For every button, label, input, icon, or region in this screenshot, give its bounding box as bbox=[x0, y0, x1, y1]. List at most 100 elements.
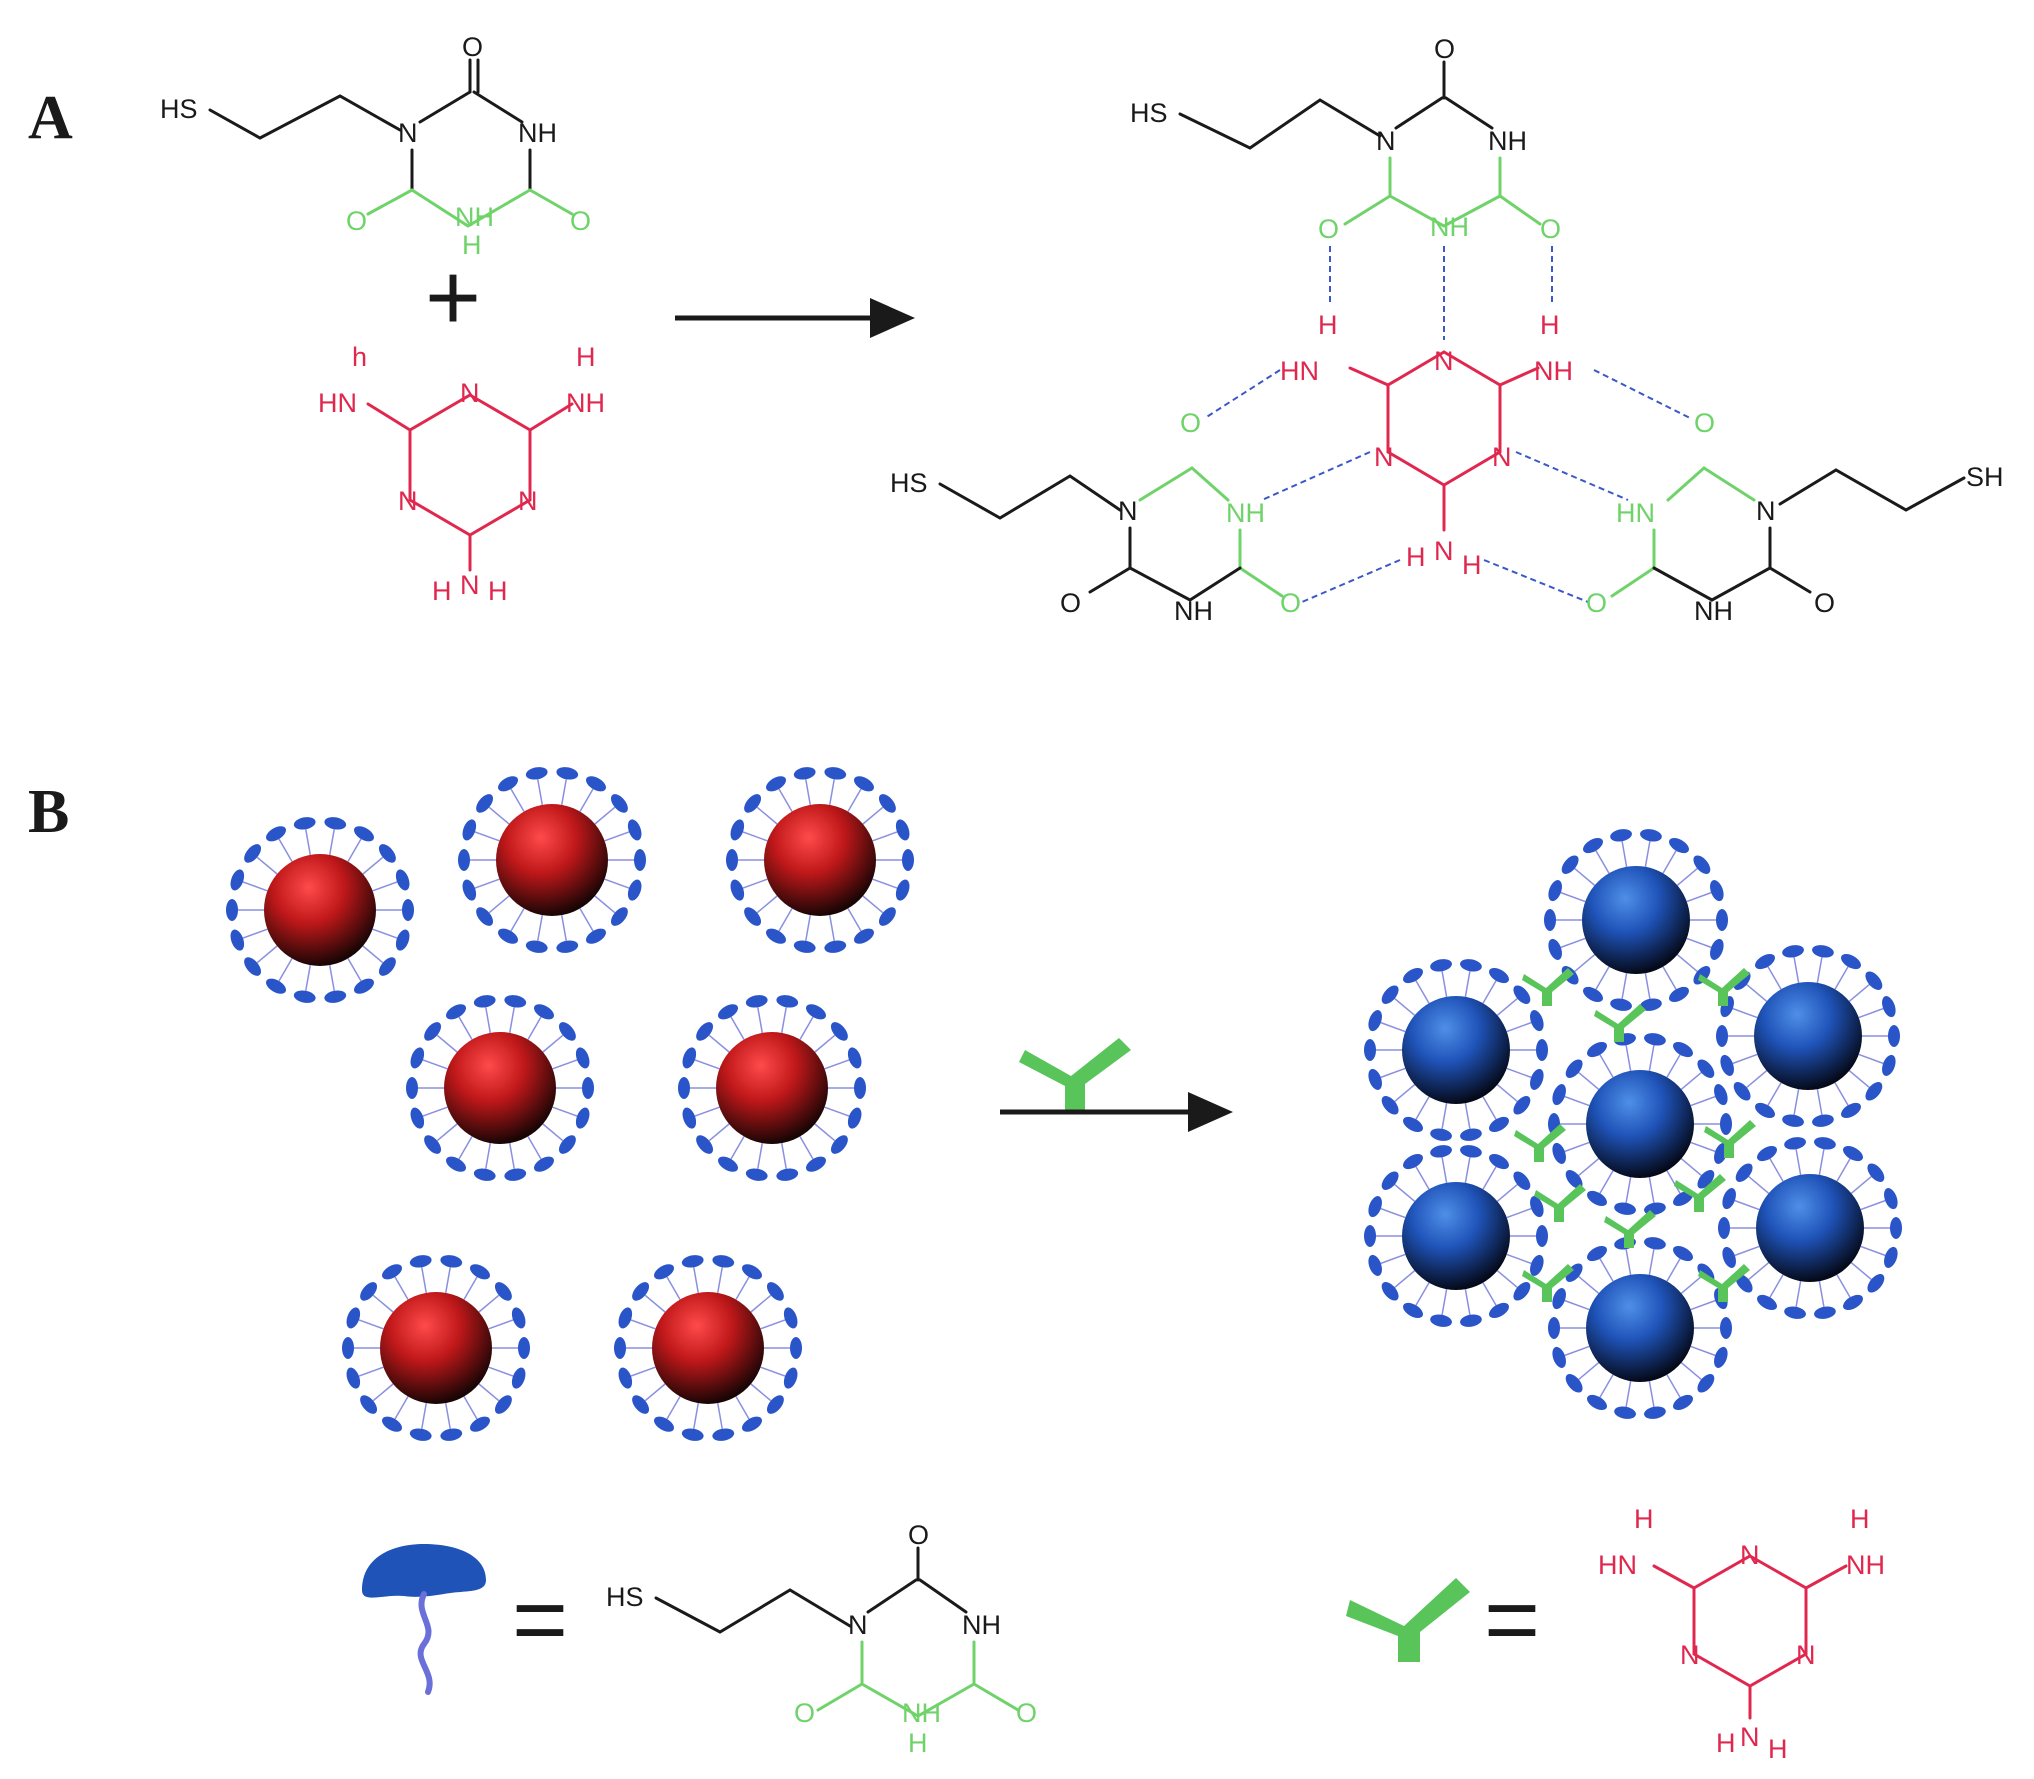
ligand-tether bbox=[488, 1319, 514, 1330]
ligand-tether bbox=[1795, 1149, 1802, 1175]
ligand-cap bbox=[718, 1004, 738, 1020]
ligand-tether bbox=[1858, 1053, 1884, 1065]
ligand-cap bbox=[1548, 880, 1562, 902]
ligand-tether bbox=[824, 1106, 850, 1117]
p-bond-left-1 bbox=[1138, 466, 1194, 502]
ligand-tether bbox=[463, 1396, 478, 1420]
ligand-tether bbox=[1746, 1070, 1768, 1088]
bond-n-c-top bbox=[418, 90, 472, 124]
ligand-cap bbox=[1714, 1346, 1728, 1368]
ligand-tether bbox=[527, 1016, 542, 1040]
ligand-cap bbox=[1697, 1374, 1715, 1393]
ligand-tether bbox=[1506, 1207, 1532, 1219]
ligand-tether bbox=[1578, 1158, 1600, 1176]
ligand-cap bbox=[1381, 985, 1399, 1004]
ligand-cap bbox=[360, 1395, 378, 1414]
ligand-cap bbox=[409, 1428, 432, 1441]
ligand-tether bbox=[1595, 966, 1610, 990]
ligand-cap bbox=[766, 1395, 784, 1414]
ligand-cap bbox=[783, 1307, 798, 1329]
free-nanoparticle bbox=[458, 767, 646, 953]
ligand-cap bbox=[1548, 1317, 1560, 1339]
ligand-cap bbox=[745, 1168, 768, 1181]
ligand-tether bbox=[485, 1143, 492, 1169]
p-atom-o-left-bottom: O bbox=[1280, 588, 1301, 618]
ligand-tether bbox=[347, 958, 362, 982]
ligand-tether bbox=[1858, 1007, 1884, 1019]
nanoparticle-core bbox=[1754, 982, 1862, 1090]
atom-n-ring-top: N bbox=[460, 378, 480, 408]
ligand-cap bbox=[1430, 1128, 1452, 1141]
l-m-n-bottom: N bbox=[1740, 1722, 1760, 1752]
l-m-h-left-top: H bbox=[1634, 1504, 1654, 1534]
ligand-cap bbox=[766, 1282, 784, 1301]
ligand-cap bbox=[610, 907, 628, 926]
ligand-tether bbox=[1648, 1381, 1655, 1407]
p-bond-top-2 bbox=[1444, 96, 1494, 130]
ligand-cap bbox=[494, 1282, 512, 1301]
l-m-h-bottom-left: H bbox=[1716, 1728, 1736, 1758]
ligand-cap bbox=[1843, 1145, 1863, 1162]
ligand-cap bbox=[766, 776, 786, 792]
l-bond-o-left bbox=[816, 1682, 864, 1712]
ligand-cap bbox=[446, 1004, 466, 1020]
ligand-cap bbox=[293, 990, 316, 1003]
p-atom-nh-tb: NH bbox=[1430, 212, 1469, 242]
ligand-tether bbox=[1394, 1084, 1416, 1102]
ligand-cap bbox=[1530, 1010, 1544, 1032]
ligand-cap bbox=[476, 794, 494, 813]
ligand-cap bbox=[1710, 938, 1724, 960]
ligand-tether bbox=[1564, 1141, 1590, 1153]
ligand-cap bbox=[1565, 1059, 1583, 1078]
ligand-tether bbox=[1506, 1067, 1532, 1079]
ligand-tether bbox=[1666, 1054, 1681, 1078]
ligand-tether bbox=[1848, 984, 1870, 1002]
aggregated-nanoparticles bbox=[1364, 829, 1902, 1419]
ligand-cap bbox=[1403, 1302, 1423, 1319]
ligand-tether bbox=[799, 1016, 814, 1040]
ligand-tether bbox=[328, 829, 335, 855]
ligand-cap bbox=[1673, 1245, 1693, 1262]
ligand-tether bbox=[1644, 973, 1651, 999]
ligand-cap bbox=[830, 1022, 848, 1041]
ligand-tether bbox=[735, 1276, 750, 1300]
ligand-cap bbox=[1812, 1114, 1834, 1127]
ligand-tether bbox=[1690, 1095, 1716, 1107]
ligand-tether bbox=[1482, 980, 1497, 1004]
ligand-cap bbox=[382, 1264, 402, 1280]
ligand-tether bbox=[847, 788, 862, 812]
ligand-tether bbox=[1680, 1072, 1702, 1090]
l-m-nh2-right bbox=[1804, 1564, 1848, 1590]
ligand-cap bbox=[498, 776, 518, 792]
ligand-tether bbox=[1860, 1245, 1886, 1257]
ligand-tether bbox=[1816, 957, 1823, 983]
ligand-cap bbox=[783, 1367, 798, 1389]
ligand-tether bbox=[394, 1276, 409, 1300]
ligand-tether bbox=[510, 788, 525, 812]
ligand-tether bbox=[1850, 1176, 1872, 1194]
ligand-cap bbox=[712, 1428, 735, 1441]
ligand-cap bbox=[470, 1416, 490, 1432]
ligand-cap bbox=[458, 849, 470, 871]
ligand-cap bbox=[1843, 1294, 1863, 1311]
panel-b-label: B bbox=[28, 778, 69, 846]
ligand-cap bbox=[895, 879, 910, 901]
ligand-tether bbox=[1836, 1274, 1851, 1298]
ligand-tether bbox=[1482, 1096, 1497, 1120]
free-nanoparticle bbox=[406, 995, 594, 1181]
ligand-cap bbox=[1720, 1054, 1734, 1076]
ligand-tether bbox=[1578, 1276, 1600, 1294]
ligand-cap bbox=[1587, 1190, 1607, 1207]
ligand-tether bbox=[1441, 1103, 1448, 1129]
p-atom-h-m2: H bbox=[1540, 310, 1560, 340]
ligand-cap bbox=[342, 1337, 354, 1359]
ligand-cap bbox=[1784, 1306, 1806, 1319]
ligand-tether bbox=[1625, 1177, 1632, 1203]
ligand-cap bbox=[1814, 1137, 1836, 1150]
ligand-cap bbox=[854, 776, 874, 792]
ligand-tether bbox=[256, 945, 278, 964]
ligand-cap bbox=[1381, 1282, 1399, 1301]
ligand-tether bbox=[560, 779, 567, 805]
ligand-cap bbox=[1536, 1225, 1548, 1247]
ligand-cap bbox=[1673, 1041, 1693, 1058]
